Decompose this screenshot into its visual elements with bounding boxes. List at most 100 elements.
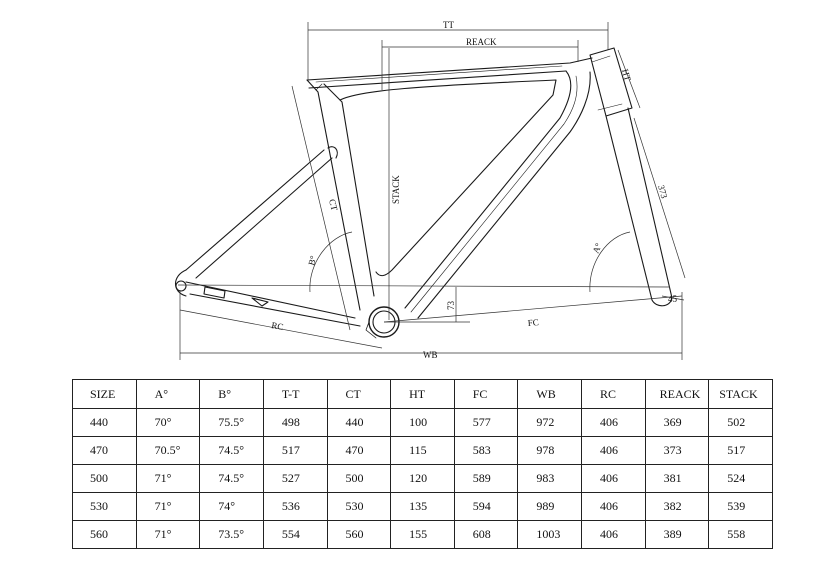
table-cell: 100	[390, 408, 455, 437]
table-cell: 381	[644, 464, 710, 493]
table-cell: 978	[517, 436, 582, 465]
table-cell: 1003	[517, 520, 582, 549]
fork	[605, 107, 673, 307]
table-cell: 369	[644, 408, 710, 437]
fc-label: FC	[527, 317, 539, 328]
rc-label: RC	[271, 320, 285, 332]
table-cell: 530	[72, 492, 137, 521]
table-cell: 70.5°	[135, 436, 201, 465]
table-cell: 500	[72, 464, 137, 493]
bottom-bracket	[365, 306, 400, 339]
table-row: 530 71° 74° 536 530 135 594 989 406 382 …	[72, 492, 773, 521]
fork-length-label: 373	[656, 184, 669, 200]
table-row: 440 70° 75.5° 498 440 100 577 972 406 36…	[72, 408, 773, 437]
header-ct: CT	[326, 379, 392, 409]
table-cell: 70°	[135, 408, 201, 437]
table-row: 560 71° 73.5° 554 560 155 608 1003 406 3…	[72, 520, 773, 549]
table-cell: 500	[326, 464, 392, 493]
table-cell: 470	[326, 436, 392, 465]
wb-dimension-line	[179, 290, 683, 360]
table-cell: 524	[708, 464, 773, 493]
table-cell: 539	[708, 492, 773, 521]
table-cell: 502	[708, 408, 773, 437]
table-cell: 406	[581, 520, 646, 549]
bb-drop-label: 73	[446, 301, 456, 311]
table-header-row: SIZE A° B° T-T CT HT FC WB RC REACK STAC…	[72, 379, 773, 409]
table-cell: 373	[644, 436, 710, 465]
table-row: 500 71° 74.5° 527 500 120 589 983 406 38…	[72, 464, 773, 493]
tt-dimension-line	[307, 22, 609, 80]
header-size: SIZE	[72, 379, 137, 409]
geometry-table: SIZE A° B° T-T CT HT FC WB RC REACK STAC…	[72, 379, 773, 549]
table-cell: 74°	[199, 492, 264, 521]
table-cell: 406	[581, 408, 646, 437]
stack-label: STACK	[391, 175, 401, 204]
chain-stays	[185, 281, 361, 327]
table-cell: 554	[262, 520, 328, 549]
header-rc: RC	[581, 379, 646, 409]
table-cell: 382	[644, 492, 710, 521]
table-cell: 71°	[135, 520, 201, 549]
table-cell: 470	[72, 436, 137, 465]
table-row: 470 70.5° 74.5° 517 470 115 583 978 406 …	[72, 436, 773, 465]
table-cell: 983	[517, 464, 582, 493]
seat-tube	[306, 79, 557, 311]
table-cell: 135	[390, 492, 455, 521]
bike-frame-geometry-diagram: TT REACK HT STACK CT B° A° 373 45 73 RC …	[174, 20, 686, 360]
table-cell: 155	[390, 520, 455, 549]
top-tube	[306, 57, 593, 89]
a-angle-label: A°	[591, 241, 604, 254]
table-cell: 71°	[135, 464, 201, 493]
rear-dropout	[174, 269, 187, 297]
header-fc: FC	[453, 379, 519, 409]
down-tube	[404, 70, 591, 319]
fc-dimension-line	[383, 295, 683, 323]
table-cell: 989	[517, 492, 582, 521]
b-angle-label: B°	[306, 254, 318, 266]
table-cell: 577	[453, 408, 519, 437]
fork-offset-label: 45	[668, 294, 678, 304]
table-cell: 115	[390, 436, 455, 465]
header-b-angle: B°	[199, 379, 264, 409]
ht-label: HT	[620, 68, 633, 83]
header-wb: WB	[517, 379, 582, 409]
wb-label: WB	[423, 350, 438, 360]
bb-drop-dimension-line	[384, 287, 470, 323]
table-cell: 517	[262, 436, 328, 465]
table-cell: 558	[708, 520, 773, 549]
reack-dimension-line	[381, 40, 579, 90]
header-reack: REACK	[644, 379, 710, 409]
seat-stays	[185, 146, 338, 279]
table-cell: 389	[644, 520, 710, 549]
a-angle-arc	[589, 231, 631, 293]
table-cell: 440	[72, 408, 137, 437]
fork-length-dimension-line	[633, 117, 686, 279]
header-a-angle: A°	[135, 379, 201, 409]
b-angle-arc	[309, 231, 353, 293]
table-cell: 440	[326, 408, 392, 437]
table-cell: 527	[262, 464, 328, 493]
table-cell: 74.5°	[199, 436, 264, 465]
tt-label: TT	[443, 20, 454, 30]
table-cell: 589	[453, 464, 519, 493]
table-cell: 74.5°	[199, 464, 264, 493]
table-cell: 517	[708, 436, 773, 465]
table-cell: 594	[453, 492, 519, 521]
rc-dimension-line	[179, 309, 383, 349]
ct-dimension-line	[291, 85, 351, 331]
head-tube	[589, 47, 633, 117]
table-cell: 560	[72, 520, 137, 549]
header-tt: T-T	[262, 379, 328, 409]
table-cell: 406	[581, 492, 646, 521]
table-cell: 498	[262, 408, 328, 437]
fork-offset-dimension-line	[661, 295, 685, 301]
table-cell: 71°	[135, 492, 201, 521]
table-cell: 530	[326, 492, 392, 521]
table-cell: 120	[390, 464, 455, 493]
axle-baseline	[177, 284, 671, 288]
ct-label: CT	[327, 198, 340, 212]
table-cell: 406	[581, 436, 646, 465]
table-cell: 560	[326, 520, 392, 549]
table-cell: 75.5°	[199, 408, 264, 437]
table-cell: 536	[262, 492, 328, 521]
